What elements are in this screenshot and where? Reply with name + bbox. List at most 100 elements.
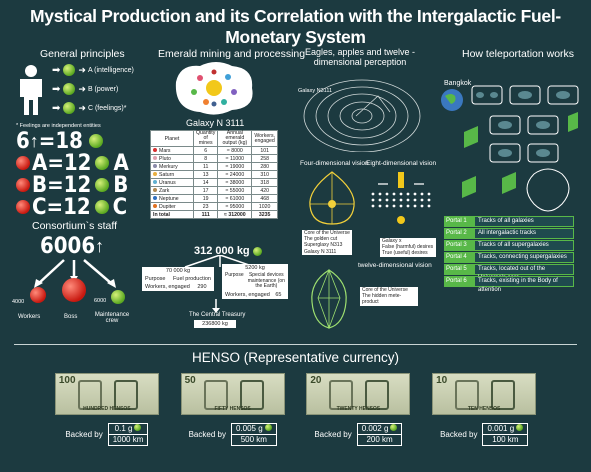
planet-name: Mars	[149, 146, 195, 155]
note-line: True (useful) desires	[382, 250, 428, 257]
planet-cell: ≈ 95000	[217, 202, 253, 211]
planet-cell: 310	[251, 170, 278, 179]
equation-4: C=12 C	[16, 195, 136, 220]
planet-cell: ≈ 11000	[217, 154, 253, 163]
city-label: Bangkok	[444, 80, 472, 87]
planet-cell: ≈ 24000	[217, 170, 253, 179]
portal-desc: Tracks, located out of the Universe's co…	[474, 264, 574, 281]
red-apple-icon	[16, 200, 30, 214]
eq-b: B=12	[32, 172, 92, 198]
left-purpose-row: Purpose Fuel production	[142, 275, 214, 283]
twelve-dim-label: twelve-dimensional vision	[358, 262, 432, 269]
left-workers-row: Workers, engaged 290	[142, 283, 214, 291]
dot-mark	[392, 192, 396, 196]
dot-mark	[420, 198, 424, 202]
portal-key: Portal 5	[444, 264, 474, 275]
dot-mark	[420, 192, 424, 196]
planet-icon	[153, 179, 157, 184]
planet-cell: 468	[251, 194, 278, 203]
planet-cell: 23	[193, 202, 219, 211]
planet-label: Pluto	[159, 155, 171, 162]
green-apple-icon	[95, 178, 110, 192]
bill-number: 50	[184, 375, 196, 386]
planet-label: Neptune	[159, 195, 179, 202]
note-line: Core of the Universe	[362, 287, 408, 293]
right-purpose-row: Purpose Special devices maintenance (on …	[222, 272, 288, 291]
dot-mark	[399, 192, 403, 196]
bill-portrait	[491, 380, 516, 410]
big-red-apple-icon	[62, 278, 86, 302]
bill-emblem	[77, 380, 102, 410]
item-b-label: B (power)	[87, 85, 119, 93]
planet-label: Mars	[159, 147, 171, 154]
workers-label: Workers	[18, 314, 41, 320]
green-apple-icon	[264, 424, 272, 431]
dot-mark	[385, 204, 389, 208]
table-header: Planet Quantity of mines Annual emerald …	[149, 130, 278, 147]
col-planet: Planet	[149, 130, 195, 147]
note-line: Galaxy N 3111	[304, 248, 337, 255]
treasury-label: The Central Treasury	[189, 312, 246, 318]
portal-key: Portal 6	[444, 276, 474, 287]
bill-emblem	[455, 380, 480, 410]
planet-cell: ≈ 38000	[217, 178, 253, 187]
dot-mark	[371, 204, 375, 208]
arrow-right-icon: ➡	[52, 83, 61, 95]
red-apple-icon	[30, 287, 46, 303]
galaxy-name: Galaxy N 3111	[186, 118, 245, 128]
planet-name: Saturn	[149, 170, 195, 179]
planet-cell: 420	[251, 186, 278, 195]
workers-count: 4000	[12, 299, 25, 305]
backing-grams: 0.001 g	[482, 423, 529, 434]
henso-heading: HENSO (Representative currency)	[191, 350, 400, 365]
portal-key: Portal 4	[444, 252, 474, 263]
divider	[14, 344, 577, 345]
arrow-right-icon: ➜	[78, 83, 86, 94]
eq-eighteen: =18	[38, 128, 83, 154]
eq-a-letter: A	[113, 150, 129, 176]
bill-label: FIFTY HENSOS	[214, 406, 251, 412]
planet-cell: 17	[193, 186, 219, 195]
planet-cell: 6	[193, 146, 219, 155]
planet-label: Dupiter	[159, 203, 176, 210]
bill-label: TWENTY HENSOS	[336, 406, 381, 412]
planet-label: Uranus	[159, 179, 176, 186]
backing-grams: 0.1 g	[107, 423, 149, 434]
galaxy-label: Galaxy N3111	[298, 88, 333, 94]
person-icon	[20, 65, 42, 115]
treasury-kg: 236800 kg	[194, 320, 236, 328]
dot-mark	[371, 192, 375, 196]
dot-mark	[399, 204, 403, 208]
green-apple-icon	[88, 134, 103, 148]
green-apple-icon	[63, 102, 76, 114]
dot-mark	[427, 204, 431, 208]
green-apple-icon	[111, 290, 125, 304]
bill-emblem	[203, 380, 228, 410]
arrow-right-icon: ➡	[52, 102, 61, 114]
planet-name: Uranus	[149, 178, 195, 187]
dots-diagram	[371, 172, 431, 224]
arrow-right-icon: ➜	[78, 102, 86, 113]
boss-label: Boss	[64, 314, 78, 320]
staff-total: 6006 ↑	[40, 234, 104, 259]
dot-mark	[378, 192, 382, 196]
backed-by-label: Backed by	[314, 430, 352, 439]
dot-mark	[392, 204, 396, 208]
right-kg: 5200 kg	[222, 264, 288, 272]
equation-3: B=12 B	[16, 172, 136, 198]
note-line: The hidden mete-product	[362, 293, 402, 306]
